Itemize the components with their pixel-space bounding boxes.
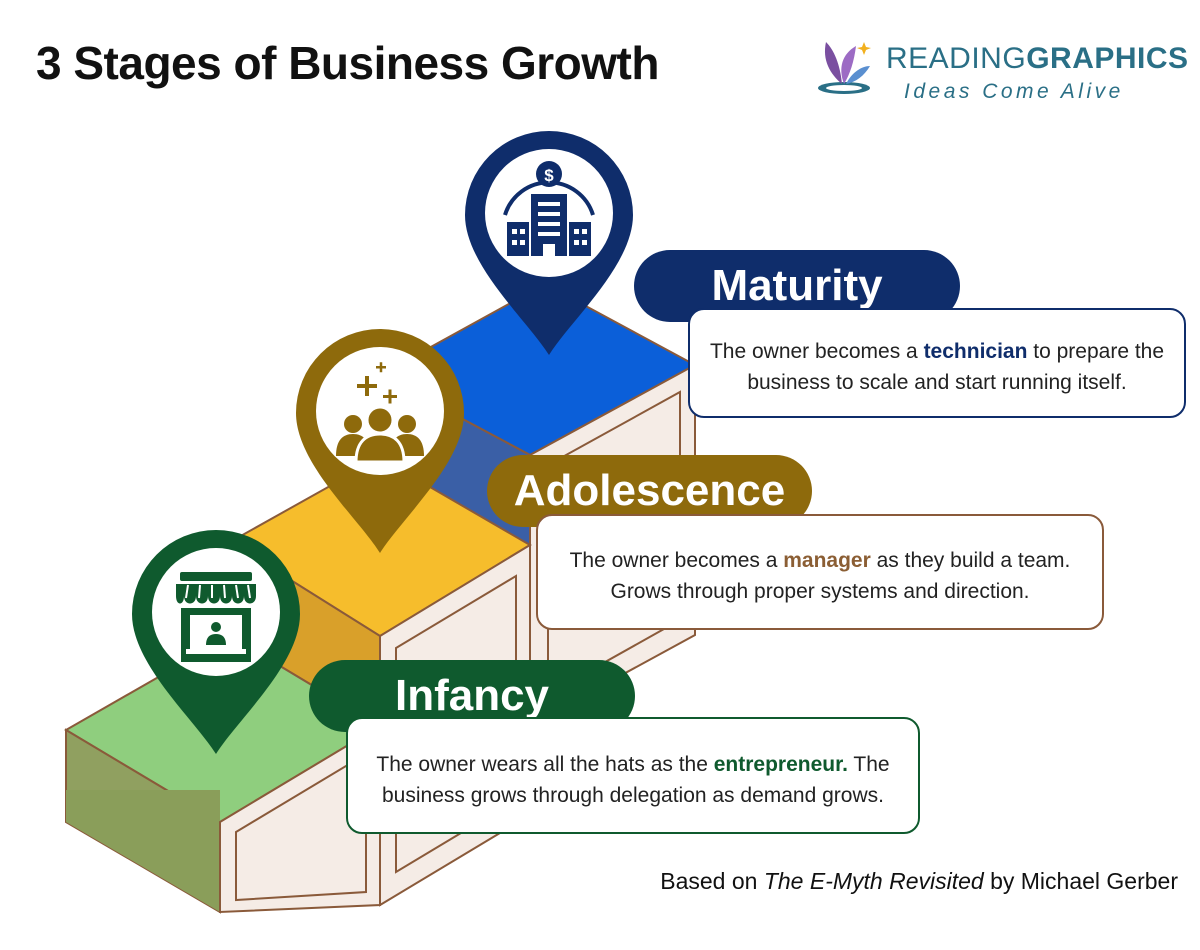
- stage-desc-adolescence-post: as they build a team. Grows through prop…: [610, 549, 1071, 603]
- stage-desc-maturity-post: to prepare the business to scale and sta…: [747, 340, 1165, 394]
- stage-label-adolescence: Adolescence: [487, 455, 812, 527]
- svg-text:$: $: [544, 166, 554, 185]
- step-infancy-front-shade: [66, 790, 220, 912]
- stage-desc-adolescence-text: The owner becomes a manager as they buil…: [554, 545, 1086, 607]
- stage-desc-infancy: The owner wears all the hats as the entr…: [346, 717, 920, 834]
- pin-maturity: $: [465, 131, 633, 355]
- building-dollar-icon: $: [503, 161, 595, 256]
- credit-post: by Michael Gerber: [983, 868, 1178, 894]
- stage-desc-infancy-pre: The owner wears all the hats as the: [376, 752, 714, 776]
- stage-desc-adolescence: The owner becomes a manager as they buil…: [536, 514, 1104, 630]
- source-credit: Based on The E-Myth Revisited by Michael…: [660, 868, 1178, 895]
- team-growth-icon: [336, 362, 424, 464]
- credit-pre: Based on: [660, 868, 764, 894]
- step-infancy-side: [219, 724, 381, 914]
- stage-desc-infancy-text: The owner wears all the hats as the entr…: [364, 749, 902, 811]
- stage-desc-adolescence-pre: The owner becomes a: [569, 549, 784, 572]
- credit-book-title: The E-Myth Revisited: [763, 868, 984, 894]
- pin-adolescence: [295, 328, 464, 553]
- brand-name-part-2: GRAPHICS: [1026, 42, 1189, 75]
- role-technician: technician: [923, 340, 1028, 363]
- stage-desc-infancy-post: The business grows through delegation as…: [382, 752, 890, 807]
- pin-infancy: [132, 529, 300, 754]
- page-title: 3 Stages of Business Growth: [36, 37, 659, 89]
- brand-name: READINGGRAPHICS: [886, 42, 1189, 76]
- brand-tagline: Ideas Come Alive: [904, 80, 1124, 103]
- brand-logo-block: READINGGRAPHICS Ideas Come Alive: [812, 34, 1188, 106]
- book-butterfly-logo-icon: [818, 42, 871, 94]
- step-infancy-panel: [235, 752, 367, 902]
- storefront-icon: [176, 572, 256, 662]
- role-entrepreneur: entrepreneur.: [713, 752, 848, 776]
- brand-name-part-1: READING: [886, 42, 1027, 75]
- stage-desc-maturity-text: The owner becomes a technician to prepar…: [706, 336, 1168, 398]
- stage-desc-maturity: The owner becomes a technician to prepar…: [688, 308, 1186, 418]
- stage-desc-maturity-pre: The owner becomes a: [709, 340, 924, 363]
- role-manager: manager: [783, 549, 871, 572]
